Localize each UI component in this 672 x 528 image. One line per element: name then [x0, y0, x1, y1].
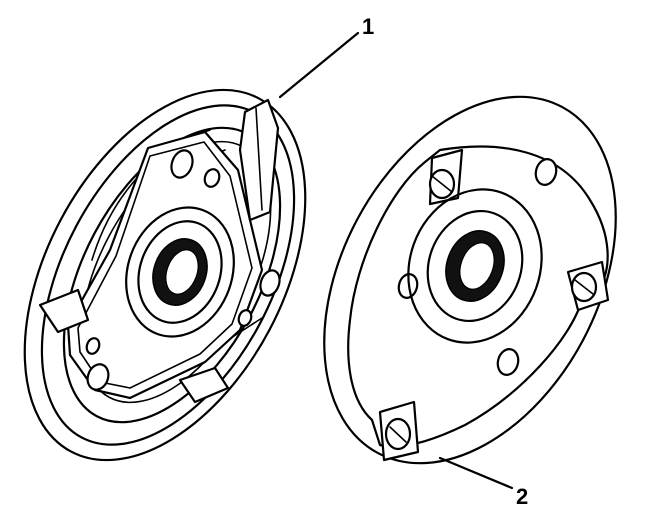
right-clutch-plate — [323, 95, 617, 465]
callout-1: 1 — [278, 14, 374, 99]
callout-1-label: 1 — [362, 14, 374, 39]
screw-bottom — [384, 417, 412, 451]
callout-2-label: 2 — [516, 484, 528, 509]
screw-top — [428, 168, 456, 200]
callout-2: 2 — [438, 456, 528, 509]
screw-right — [570, 271, 598, 303]
left-clutch-plate — [23, 88, 307, 462]
